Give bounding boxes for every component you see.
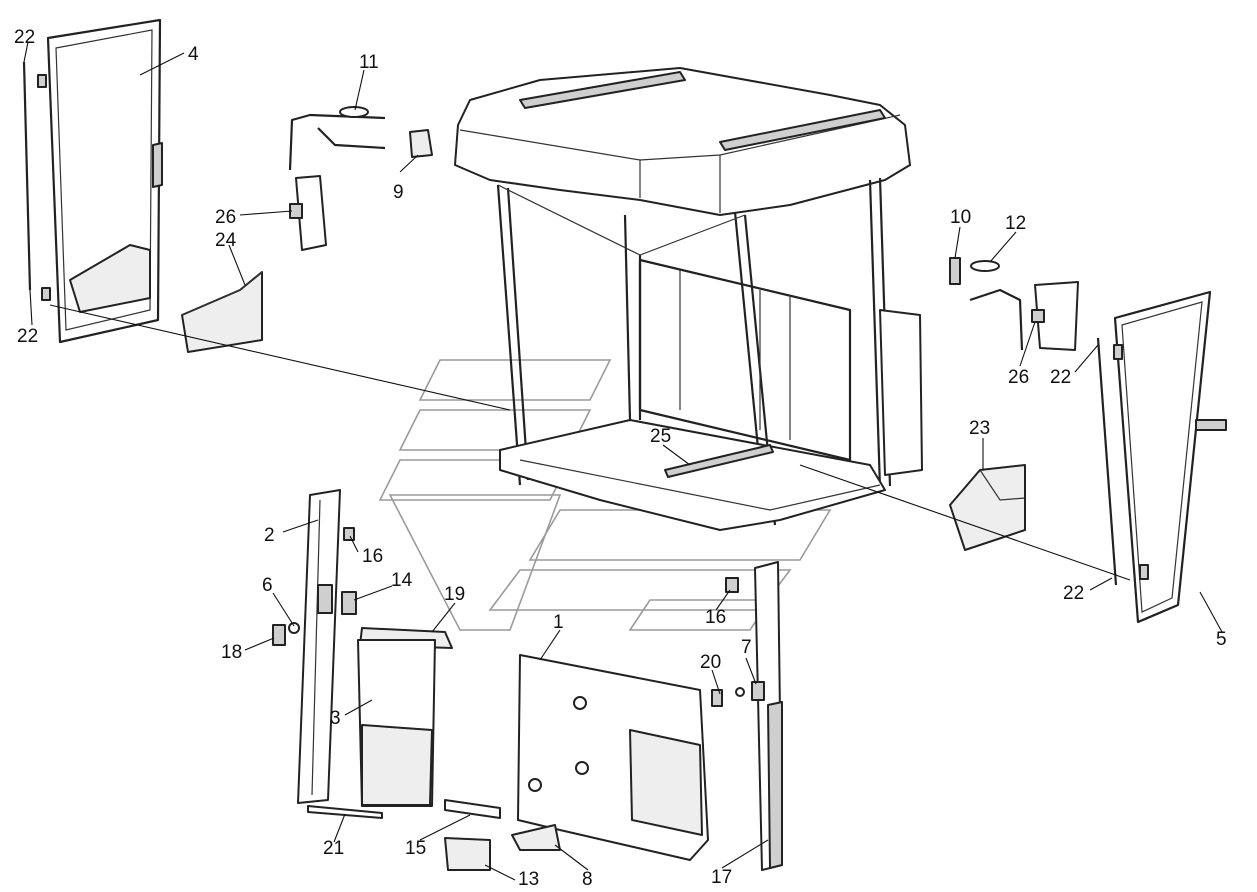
callout-26: 26 — [1008, 367, 1029, 388]
callout-4: 4 — [188, 44, 199, 65]
door-right — [1113, 290, 1227, 624]
callout-22: 22 — [1063, 583, 1084, 604]
callout-2: 2 — [264, 525, 275, 546]
storage-trays — [181, 271, 1026, 551]
callout-20: 20 — [700, 652, 721, 673]
cab-frame — [454, 67, 923, 531]
callout-11: 11 — [359, 52, 379, 73]
post-right — [711, 561, 783, 871]
callout-16: 16 — [362, 546, 383, 567]
mirror-right — [949, 257, 1079, 351]
callout-19: 19 — [444, 584, 465, 605]
callout-3: 3 — [330, 708, 341, 729]
callout-21: 21 — [323, 838, 344, 859]
callout-15: 15 — [405, 838, 426, 859]
callout-25: 25 — [650, 426, 671, 447]
callout-26: 26 — [215, 207, 236, 228]
callout-5: 5 — [1216, 629, 1227, 650]
callout-8: 8 — [582, 869, 593, 890]
callout-10: 10 — [950, 207, 971, 228]
callout-23: 23 — [969, 418, 990, 439]
callout-1: 1 — [553, 612, 564, 633]
rear-panel — [444, 654, 709, 871]
callout-9: 9 — [393, 182, 404, 203]
callout-16: 16 — [705, 607, 726, 628]
callout-6: 6 — [262, 575, 273, 596]
post-left — [272, 489, 357, 804]
mirror-left — [288, 106, 433, 251]
callout-22: 22 — [14, 27, 35, 48]
callout-12: 12 — [1005, 213, 1026, 234]
callout-22: 22 — [1050, 367, 1071, 388]
hinge-pins — [22, 61, 1118, 586]
callout-22: 22 — [17, 326, 38, 347]
panel-center — [307, 627, 453, 819]
leader-lines — [23, 41, 1223, 881]
callout-14: 14 — [391, 570, 413, 591]
callout-18: 18 — [221, 642, 242, 663]
callout-13: 13 — [518, 869, 539, 890]
door-left — [37, 18, 163, 344]
callout-7: 7 — [741, 637, 752, 658]
callout-labels: 22 4 11 26 24 9 22 10 12 26 22 23 25 22 … — [14, 27, 1227, 890]
callout-24: 24 — [215, 230, 237, 251]
callout-17: 17 — [711, 867, 732, 888]
